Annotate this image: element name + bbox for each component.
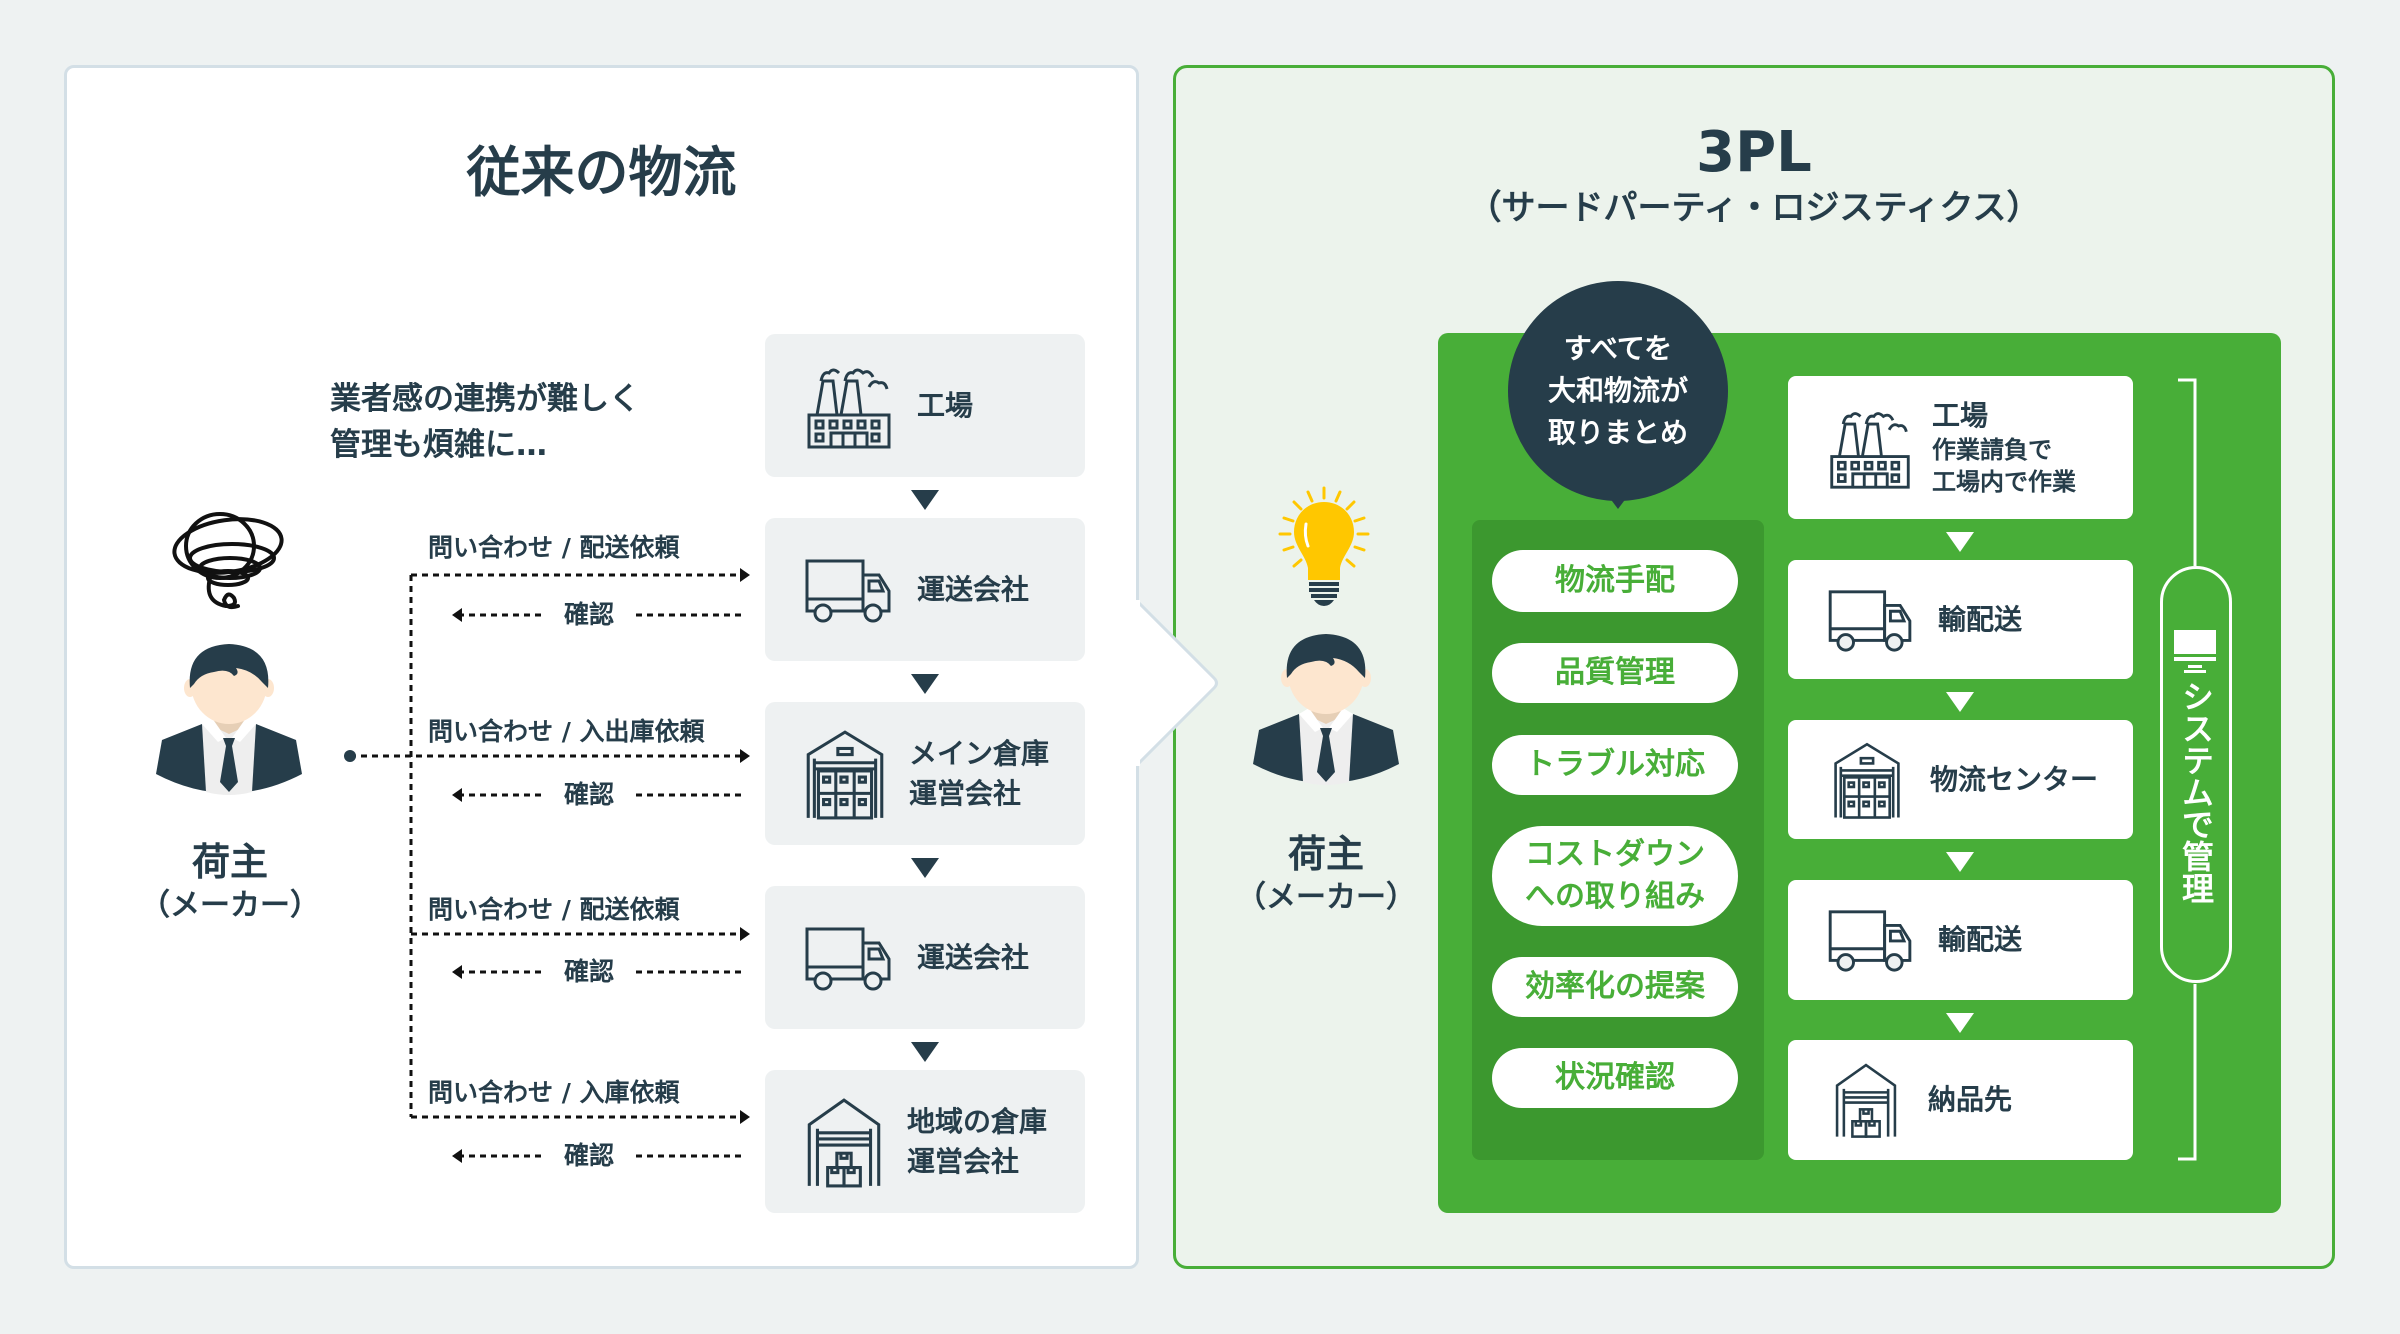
factory-icon [1830,411,1910,489]
local-warehouse-icon [807,1098,881,1187]
flow-box-label: 物流センター [1930,762,2099,796]
warehouse-icon [1834,742,1900,819]
flow-arrow-down [1946,852,1974,872]
shipper-name: 荷主 [1287,832,1364,876]
service-pill-label: 物流手配 [1555,563,1675,598]
problem-note-line2: 管理も煩雑に… [330,427,547,463]
bubble-line1: すべてを [1563,332,1673,365]
service-pill: 品質管理 [1492,643,1738,703]
flow-box-label: 工場 [1932,398,1989,432]
flow-box-label-line2: 運営会社 [907,1144,1020,1178]
3pl-flow-box-destination: 納品先 [1788,1040,2133,1160]
shipper-sub: （メーカー） [1236,880,1416,915]
factory-icon [807,368,891,448]
flow-box-transport: 運送会社 [765,518,1085,661]
flow-box-local-warehouse: 地域の倉庫 運営会社 [765,1070,1085,1213]
problem-note: 業者感の連携が難しく 管理も煩雑に… [330,376,640,468]
flow-box-label: 地域の倉庫 運営会社 [907,1102,1047,1182]
right-subtitle: （サードパーティ・ロジスティクス） [1467,188,2041,228]
3pl-flow-box-delivery-2: 輸配送 [1788,880,2133,1000]
3pl-flow-box-delivery: 輸配送 [1788,560,2133,679]
service-pill: 状況確認 [1492,1048,1738,1108]
flow-arrow-down [911,674,939,694]
service-pill-label-line2: への取り組み [1525,879,1705,914]
flow-box-factory: 工場 [765,334,1085,477]
flow-box-transport-2: 運送会社 [765,886,1085,1029]
flow-box-label: 輸配送 [1938,923,2023,956]
flow-box-label: 納品先 [1928,1083,2013,1116]
flow-box-label-line1: メイン倉庫 [909,736,1050,770]
flow-arrow-down [1946,1013,1974,1033]
bubble-line2: 大和物流が [1547,374,1688,407]
warehouse-icon [806,730,884,819]
local-warehouse-icon [1835,1063,1897,1138]
confirm-label-4: 確認 [564,1141,615,1170]
service-pill-label-line1: コストダウン [1525,837,1705,872]
flow-box-desc-line2: 工場内で作業 [1932,467,2076,496]
request-label-4: 問い合わせ / 入庫依頼 [428,1078,680,1107]
shipper-sub: （メーカー） [140,888,320,923]
truck-icon [805,927,891,990]
confused-scribble-icon [172,512,284,610]
request-label-3: 問い合わせ / 配送依頼 [428,895,680,924]
flow-arrow-down [911,490,939,510]
flow-box-label-line1: 地域の倉庫 [907,1104,1048,1138]
problem-note-line1: 業者感の連携が難しく [330,381,640,417]
service-pill: 効率化の提案 [1492,957,1738,1017]
3pl-flow-box-factory: 工場 作業請負で 工場内で作業 [1788,376,2133,519]
request-label-2: 問い合わせ / 入出庫依頼 [428,717,705,746]
service-pill-label: 効率化の提案 [1525,969,1705,1004]
flow-box-label: メイン倉庫 運営会社 [909,734,1049,814]
service-pill: トラブル対応 [1492,735,1738,795]
3pl-flow-box-logistics-center: 物流センター [1788,720,2133,839]
left-title: 従来の物流 [466,141,737,204]
service-pill: コストダウン への取り組み [1492,826,1738,926]
service-pill-label: 品質管理 [1555,655,1675,690]
confirm-label-3: 確認 [564,957,615,986]
confirm-label-1: 確認 [564,600,615,629]
flow-box-main-warehouse: メイン倉庫 運営会社 [765,702,1085,845]
shipper-label-right: 荷主 （メーカー） [1226,830,1426,918]
flow-box-label: 輸配送 [1938,602,2023,636]
lightbulb-icon [1278,486,1370,606]
flow-box-text: 工場 作業請負で 工場内で作業 [1932,398,2076,498]
flow-arrow-down [1946,532,1974,552]
bubble-line3: 取りまとめ [1547,416,1688,449]
bubble-tail [1609,497,1627,509]
truck-icon [805,559,891,622]
flow-box-label-line2: 運営会社 [909,776,1022,810]
flow-arrow-down [911,858,939,878]
system-bracket [2178,378,2197,1161]
shipper-label-left: 荷主 （メーカー） [130,838,330,926]
service-pill-label: 状況確認 [1555,1060,1675,1095]
summary-bubble: すべてを 大和物流が 取りまとめ [1508,281,1728,501]
transition-arrow [1136,596,1218,770]
shipper-person-icon-right [1253,634,1399,785]
flow-arrow-down [911,1042,939,1062]
flow-box-label: 工場 [917,388,974,422]
request-label-1: 問い合わせ / 配送依頼 [428,533,680,562]
monitor-icon [2174,630,2216,673]
truck-icon [1828,589,1912,652]
service-pill: 物流手配 [1492,550,1738,612]
shipper-person-icon [156,644,302,795]
system-management-label: システムで管理 [2177,680,2215,904]
flow-box-label: 運送会社 [917,940,1030,974]
service-pill-label: トラブル対応 [1525,747,1705,782]
flow-box-label: 運送会社 [917,572,1030,606]
shipper-name: 荷主 [191,840,268,884]
flow-box-desc-line1: 作業請負で [1932,435,2052,464]
confirm-label-2: 確認 [564,780,615,809]
right-title: 3PL [1696,120,1812,185]
flow-arrow-down [1946,692,1974,712]
truck-icon [1828,910,1912,972]
